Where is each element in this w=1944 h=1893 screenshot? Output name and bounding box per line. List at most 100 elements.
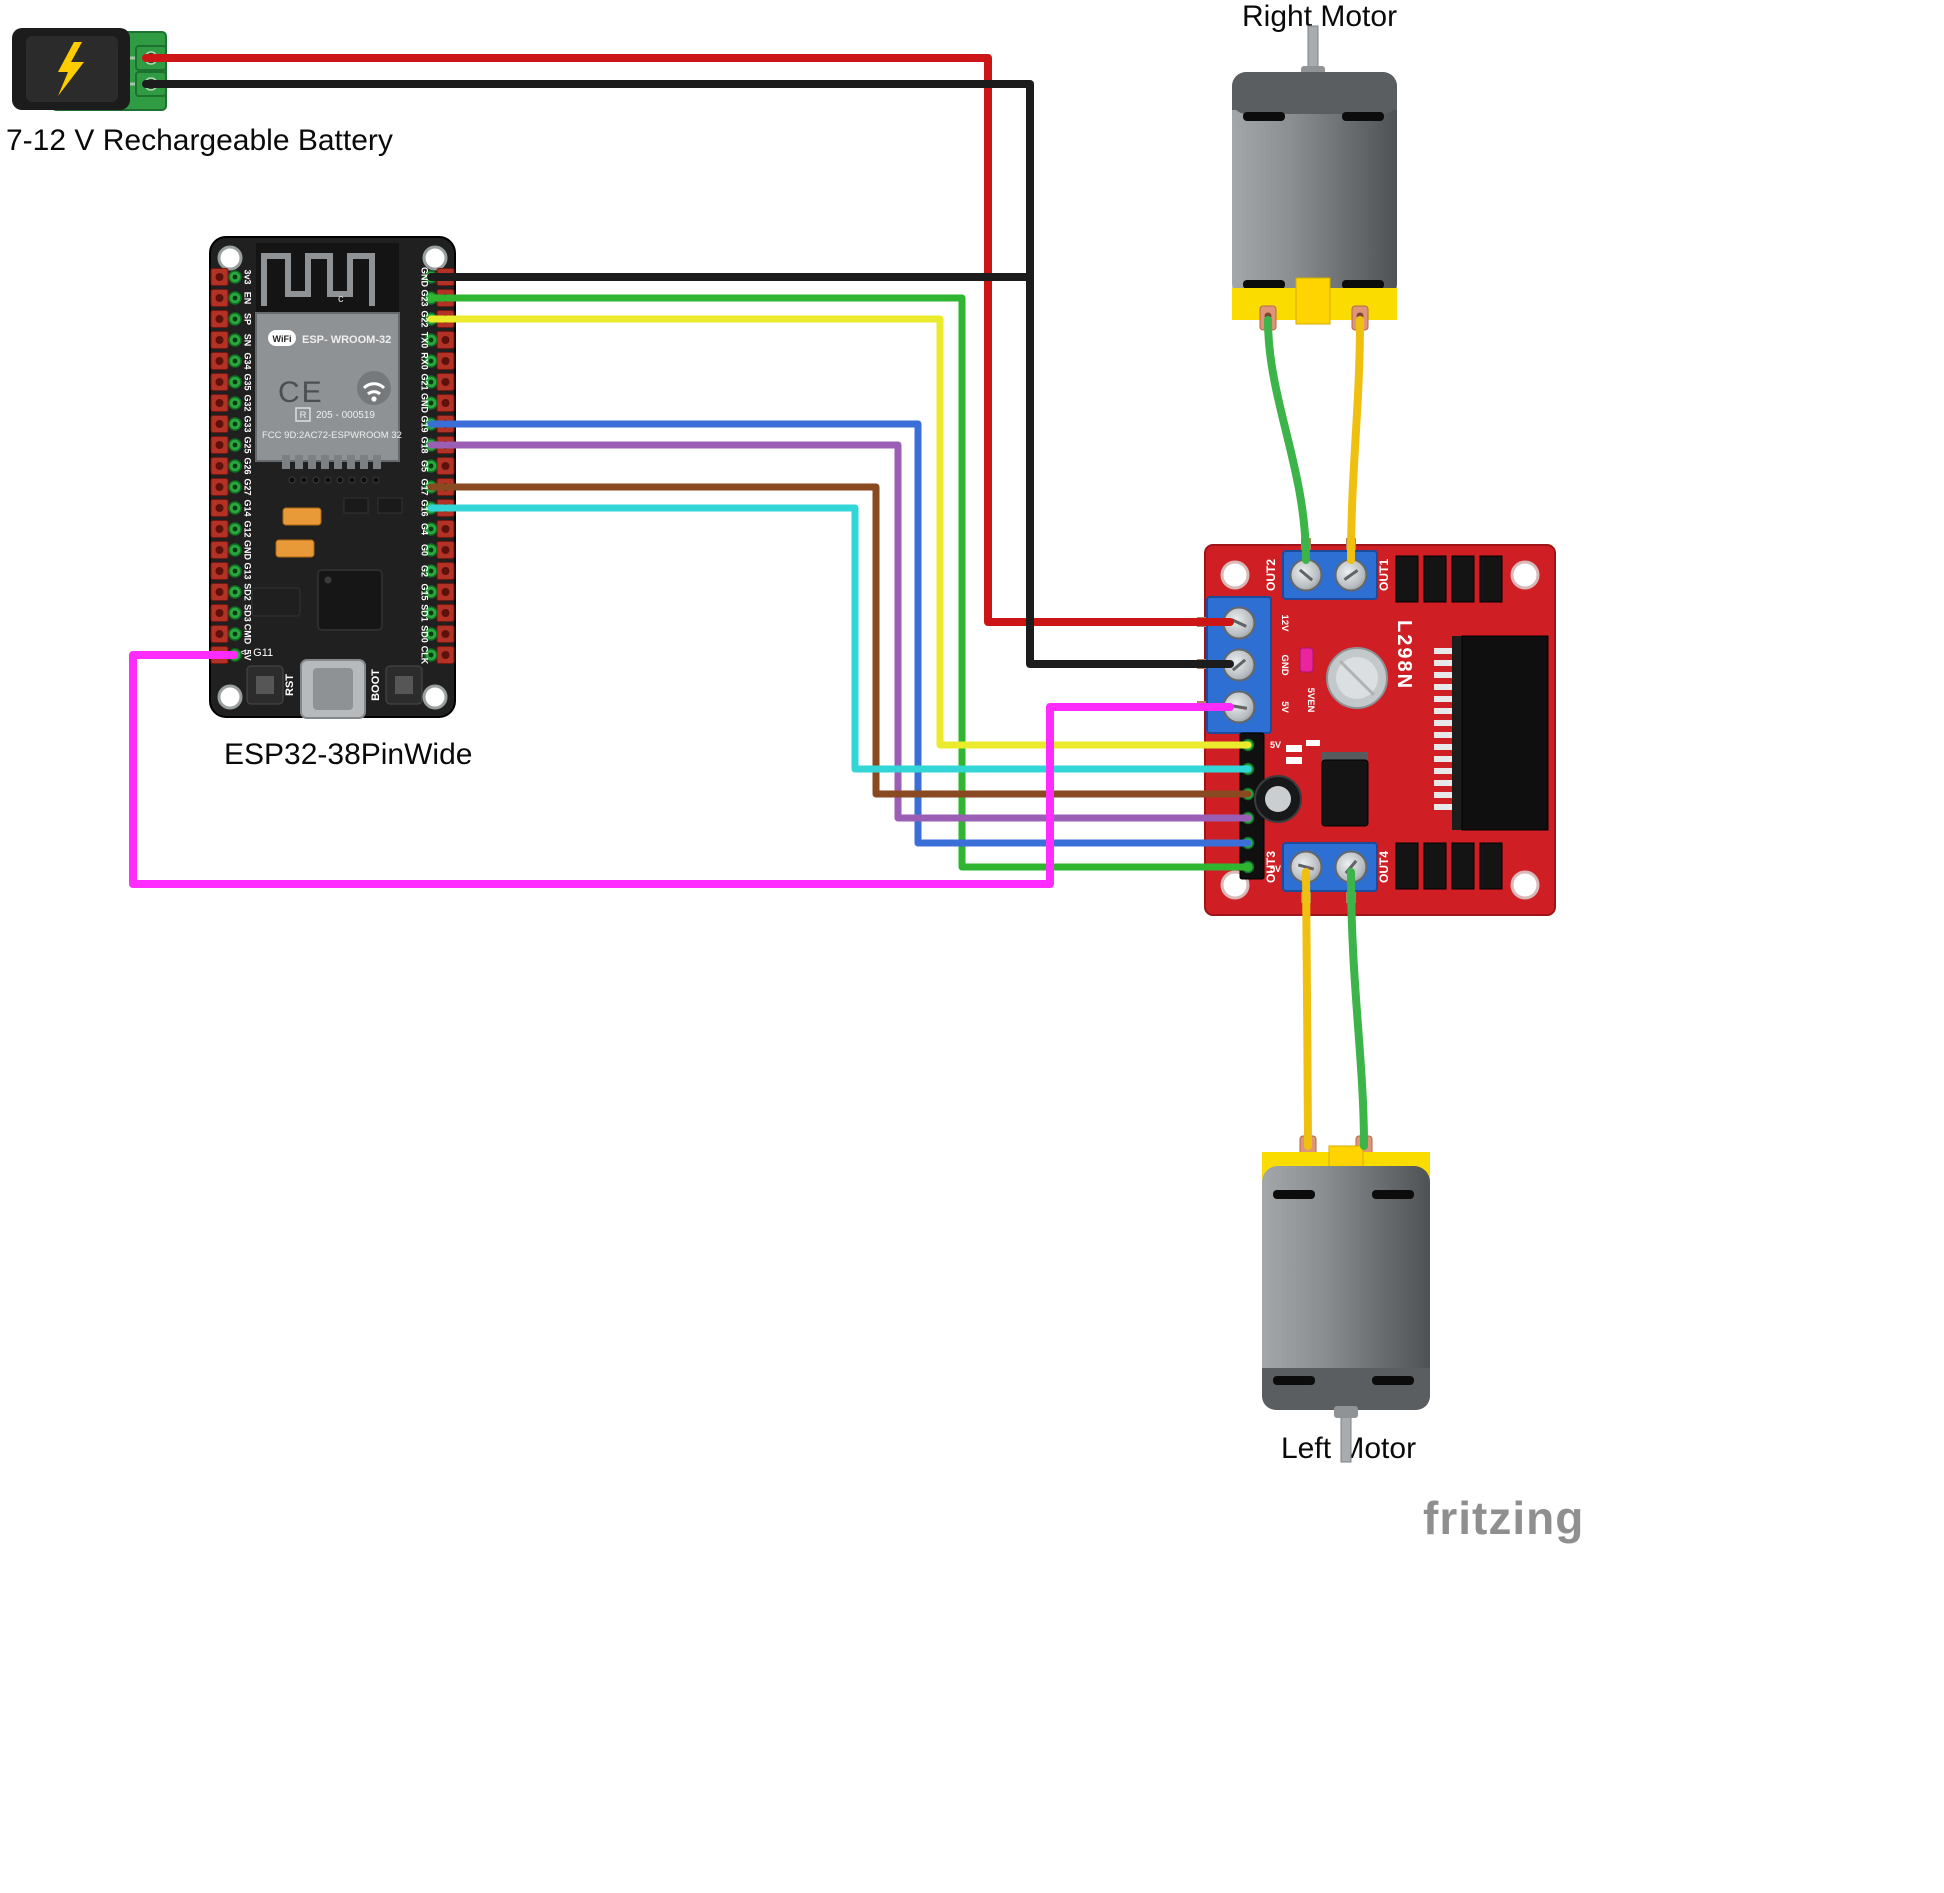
wire-esp32-g16-cyan[interactable]: [427, 504, 1252, 773]
out4-label: OUT4: [1377, 851, 1391, 883]
shaft-bushing: [1334, 1406, 1358, 1418]
screw[interactable]: [1334, 558, 1368, 592]
esp32-pin-pad-hole: [232, 358, 238, 364]
esp32-pin-label: G17: [420, 478, 430, 495]
esp32-pin-hole: [441, 588, 450, 596]
esp32-left-pins: 3v3ENSPSNG34G35G32G33G25G26G27G14G12GNDG…: [210, 268, 253, 664]
esp32-pin-hole: [215, 420, 224, 428]
esp32-pin-hole: [215, 504, 224, 512]
esp32-pin-pad-hole: [232, 421, 238, 427]
smd-capacitor: [275, 539, 315, 558]
esp32-pin-hole: [441, 336, 450, 344]
heatsink: [1461, 635, 1549, 831]
esp32-pin-label: TX0: [420, 332, 430, 349]
esp32-pin-label: G26: [243, 457, 253, 474]
smd-chip: [343, 497, 369, 514]
esp32-pin-label: G21: [420, 373, 430, 390]
esp32-pin-pad-hole: [428, 358, 434, 364]
esp32-pin-label: G12: [243, 520, 253, 537]
esp32-pin-label: SD1: [420, 604, 430, 622]
esp32-pin-pad-hole: [232, 526, 238, 532]
esp32-pin-label: SD3: [243, 604, 253, 622]
esp32-title: ESP32-38PinWide: [224, 738, 472, 771]
esp32-pin-hole: [215, 609, 224, 617]
wire-esp32-g22-yellow[interactable]: [427, 315, 1252, 749]
boot-button[interactable]: [385, 665, 423, 705]
esp32-pin-hole: [215, 483, 224, 491]
esp32-pin-label: CMD: [243, 624, 253, 645]
esp32-pin-label: GND: [243, 540, 253, 561]
screw[interactable]: [1289, 558, 1323, 592]
esp32-pin-label: GND: [420, 393, 430, 414]
esp32-pin-hole: [215, 399, 224, 407]
usb-uart-chip: [317, 569, 383, 631]
esp32-pin-pad-hole: [232, 505, 238, 511]
mounting-hole: [422, 245, 448, 271]
wire-battery-positive-red[interactable]: [142, 54, 1234, 626]
l298n-board: OUT2 OUT1 12V GND 5V 5VEN L298N: [1197, 538, 1556, 916]
wire-esp32-5v-magenta[interactable]: [129, 651, 1234, 888]
silkscreen-marks: [1286, 740, 1320, 764]
esp32-pin-label: G15: [420, 583, 430, 600]
wire-left-motor-yellow[interactable]: [1302, 868, 1312, 1150]
wire-esp32-g19-blue[interactable]: [427, 420, 1252, 847]
5ven-jumper[interactable]: [1299, 647, 1314, 673]
esp32-pin-hole: [215, 378, 224, 386]
esp32-pin-hole: [215, 588, 224, 596]
rst-button[interactable]: [246, 665, 284, 705]
mounting-hole: [1510, 560, 1540, 590]
esp32-pin-label: G0: [420, 544, 430, 556]
esp32-pin-hole: [441, 651, 450, 659]
esp32-pin-hole: [215, 462, 224, 470]
wifi-roundel-icon: [357, 371, 391, 405]
wifi-antenna-trace: [261, 253, 375, 306]
boot-button-label: BOOT: [370, 669, 382, 701]
esp32-pin-label: G25: [243, 436, 253, 453]
wire-esp32-g17-brown[interactable]: [427, 483, 1252, 798]
onboard-regulator: [1321, 752, 1369, 827]
esp32-pin-label: G18: [420, 436, 430, 453]
esp32-pin-hole: [441, 357, 450, 365]
terminal-5v-label: 5V: [1279, 701, 1290, 713]
mounting-hole: [422, 684, 448, 710]
voltage-regulator: [251, 587, 301, 617]
esp32-pin-pad-hole: [232, 568, 238, 574]
mounting-hole: [1220, 560, 1250, 590]
esp32-pin-label: SN: [243, 334, 253, 347]
esp32-pin-label: G23: [420, 289, 430, 306]
micro-usb-port: [300, 659, 366, 719]
wire-battery-ground-black[interactable]: [142, 80, 1234, 668]
right-motor-title: Right Motor: [1242, 0, 1397, 33]
esp32-pin-pad-hole: [232, 547, 238, 553]
esp32-pin-pad-hole: [428, 337, 434, 343]
esp32-pin-label: RX0: [420, 352, 430, 370]
esp32-pin-hole: [215, 546, 224, 554]
esp32-pin-hole: [441, 378, 450, 386]
right-motor: [1232, 25, 1397, 331]
esp32-pin-label: SD0: [420, 625, 430, 643]
wifi-logo-text: WiFi: [273, 334, 292, 344]
esp32-pin-pad-hole: [428, 547, 434, 553]
wire-esp32-g18-purple[interactable]: [427, 441, 1252, 822]
wire-right-motor-green[interactable]: [1264, 316, 1310, 564]
esp32-pin-hole: [215, 630, 224, 638]
heatsink-fin: [1452, 636, 1462, 830]
g11-note: <- G11: [240, 647, 273, 659]
esp32-pin-label: SP: [243, 313, 253, 325]
left-motor: [1262, 1135, 1430, 1463]
esp32-pin-pad-hole: [232, 463, 238, 469]
esp32-pin-pad-hole: [428, 610, 434, 616]
esp32-pin-label: G27: [243, 478, 253, 495]
wire-esp32-g23-green[interactable]: [427, 294, 1252, 871]
esp32-pin-hole: [215, 336, 224, 344]
wire-left-motor-green[interactable]: [1347, 868, 1368, 1150]
esp32-pin-label: 3v3: [243, 269, 253, 284]
wifi-logo-badge: [268, 330, 296, 346]
wire-right-motor-yellow[interactable]: [1347, 316, 1364, 564]
esp32-pin-hole: [215, 567, 224, 575]
terminal-gnd-label: GND: [1279, 654, 1290, 675]
motor-end-cap-edge: [1232, 96, 1397, 110]
esp32-pin-label: SD2: [243, 583, 253, 601]
out3-label: OUT3: [1264, 851, 1278, 883]
smd-capacitor: [282, 507, 322, 526]
